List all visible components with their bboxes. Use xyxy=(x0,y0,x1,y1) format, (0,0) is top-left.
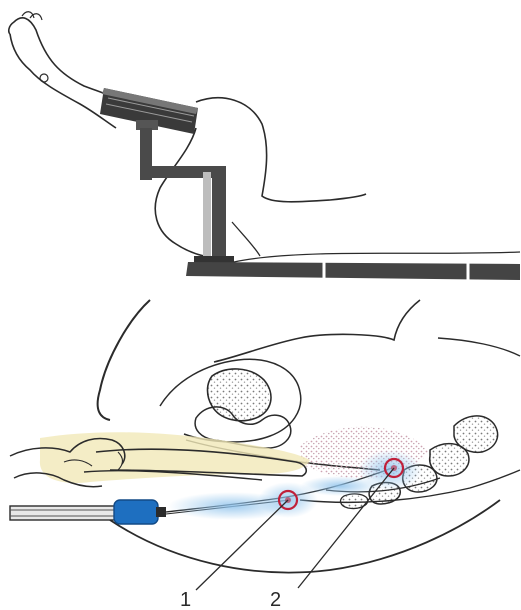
callout-2: 2 xyxy=(270,589,281,610)
right-edge-contour xyxy=(438,338,520,356)
syringe-plunger xyxy=(10,506,116,520)
ankle-bone xyxy=(40,74,48,82)
table-rail xyxy=(186,252,520,284)
back-contour xyxy=(214,300,420,362)
examining-hand xyxy=(10,432,310,487)
buttock-line xyxy=(232,222,260,256)
leg-in-stirrup xyxy=(9,12,520,284)
callout-1: 1 xyxy=(180,589,191,610)
uterus-body xyxy=(208,369,271,421)
abdominal-contour xyxy=(98,300,150,420)
syringe-barrel xyxy=(114,500,158,524)
